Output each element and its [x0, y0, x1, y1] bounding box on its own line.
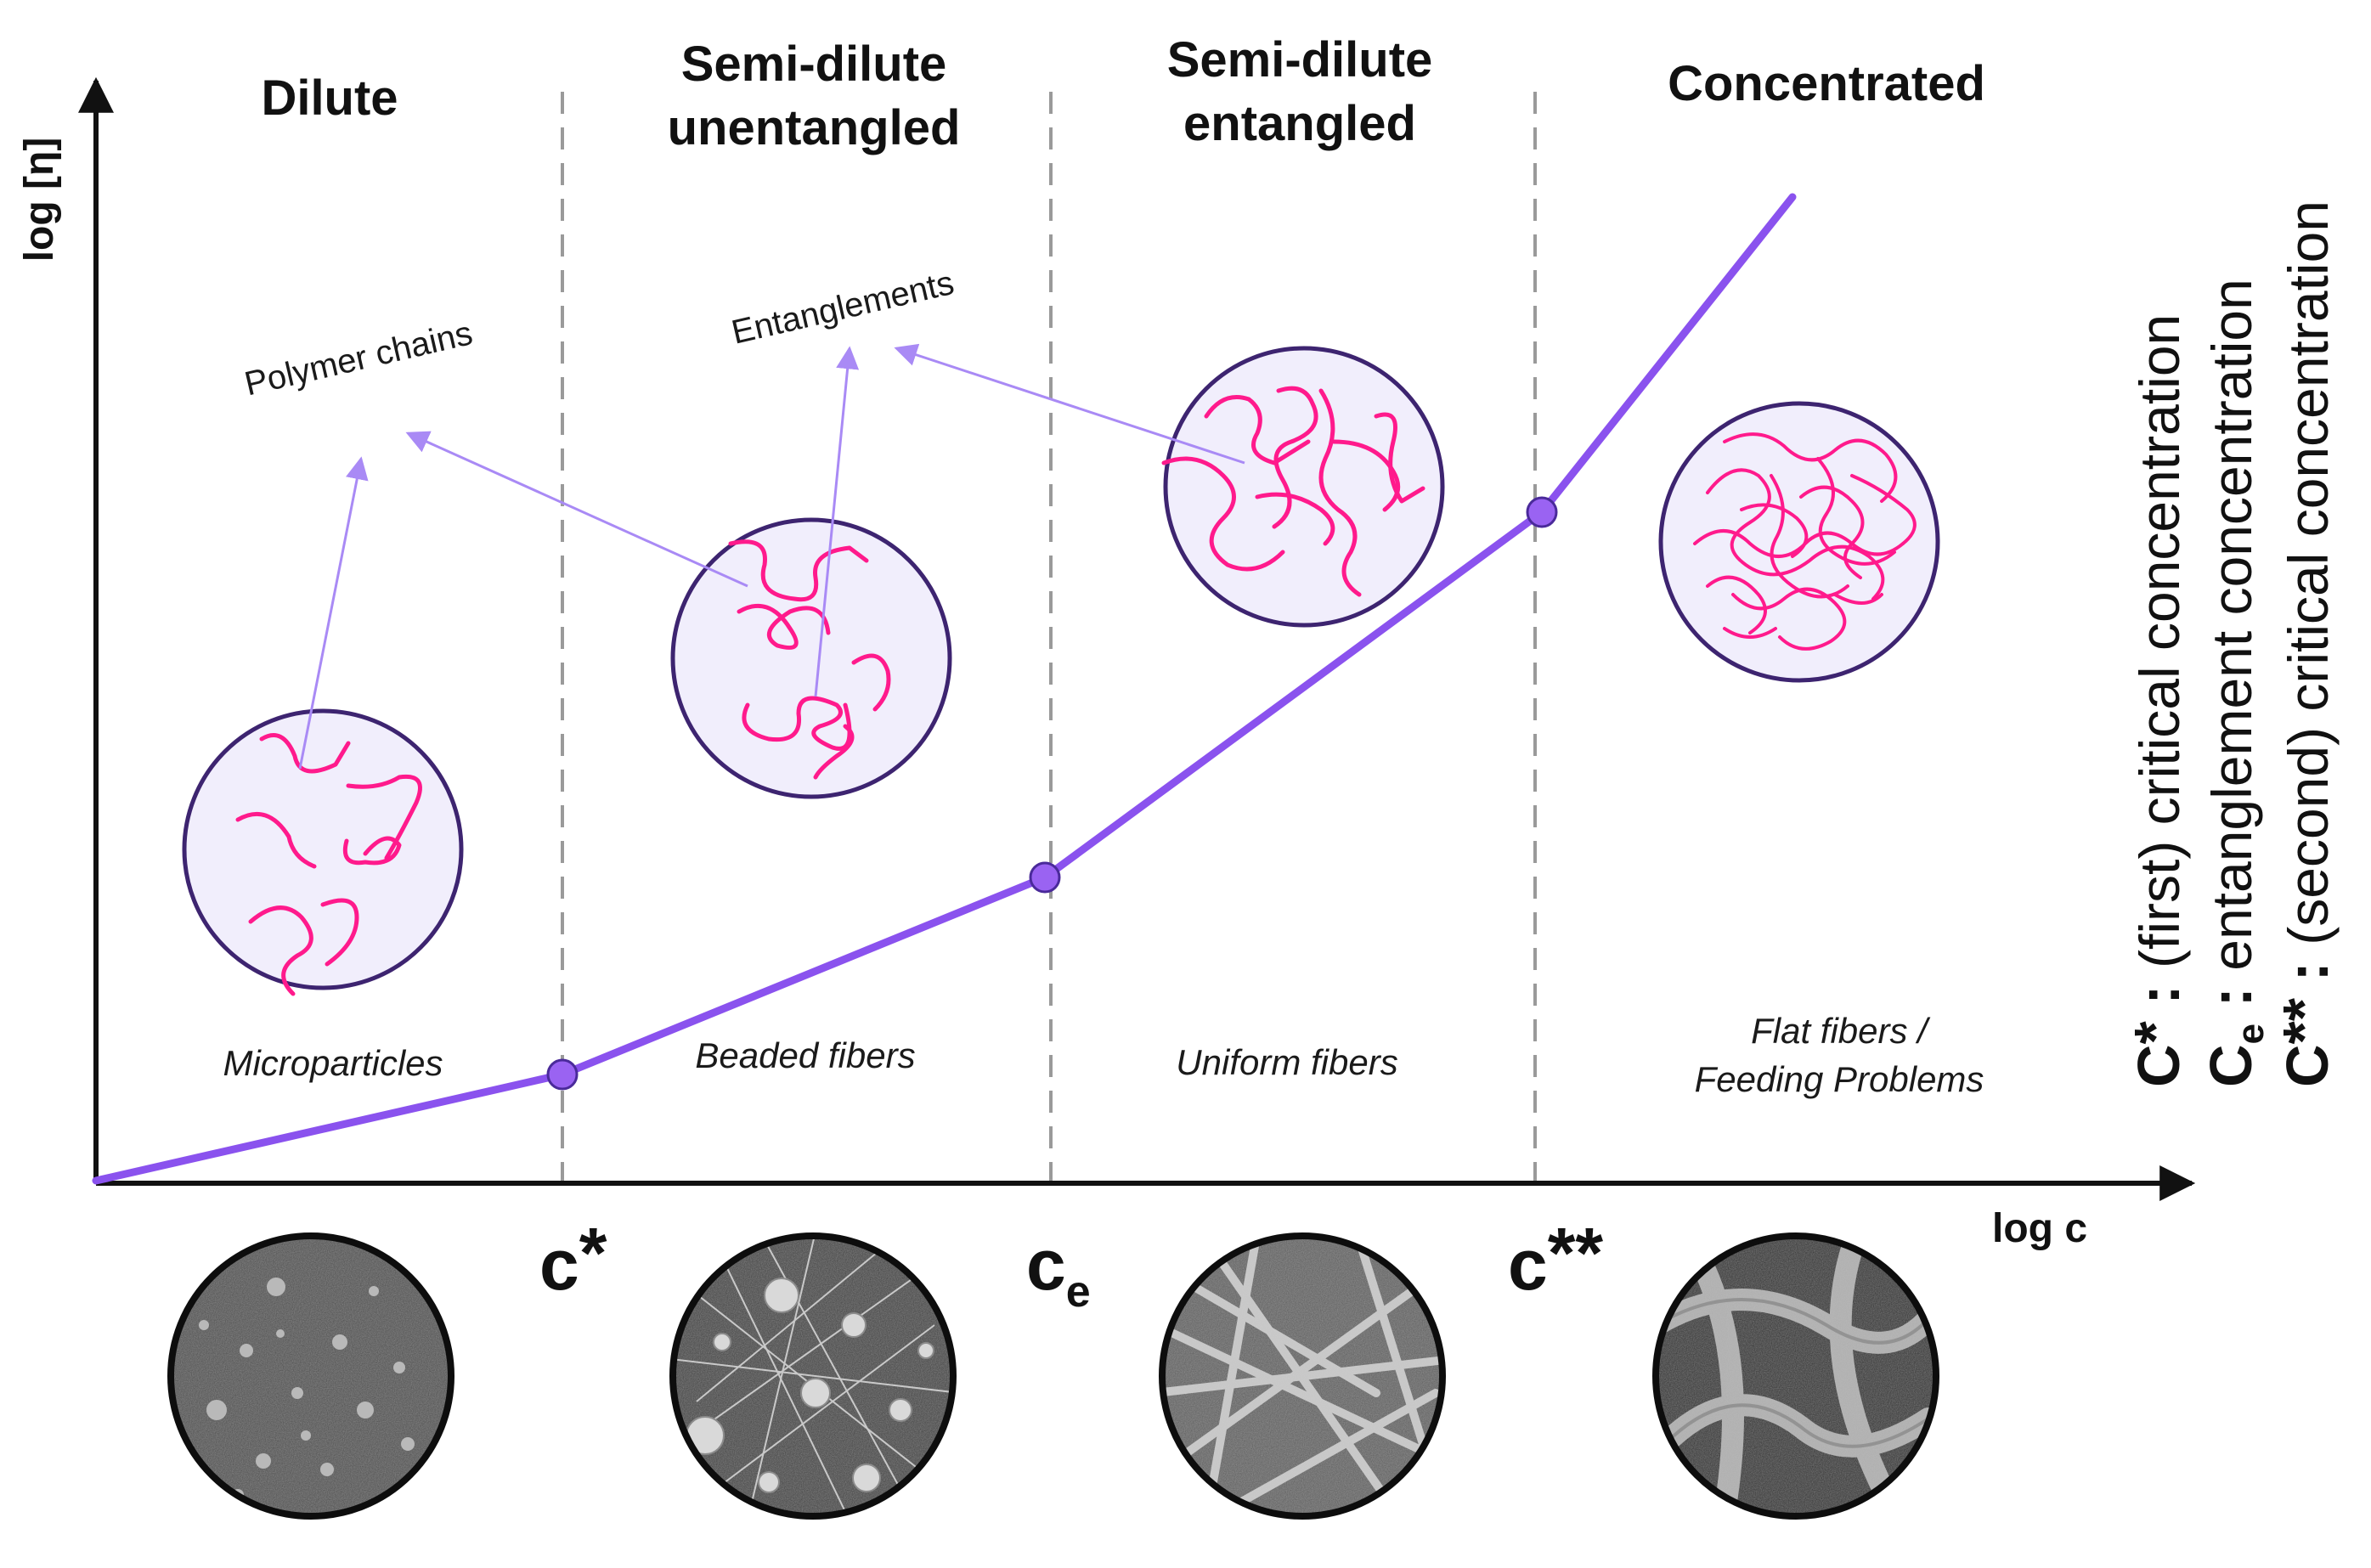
concentration-markers: c* ce c**	[539, 1213, 1603, 1317]
y-axis-label: log [η]	[17, 138, 62, 262]
region-title-2-line-1: Semi-dilute	[681, 37, 947, 92]
morphology-label-4-line-2: Feeding Problems	[1695, 1059, 1984, 1099]
viscosity-curve-group	[92, 193, 1797, 1185]
arrow-entanglements-semidilute	[814, 346, 860, 697]
morphology-label-4-line-1: Flat fibers /	[1751, 1011, 1931, 1051]
concentration-mark-1: c*	[539, 1213, 607, 1305]
polymer-chains-dilute	[235, 733, 422, 996]
concentration-mark-2: ce	[1026, 1225, 1091, 1317]
polymer-chains-semi-dilute-entangled	[1161, 386, 1425, 597]
chain-bubble-semi-dilute-unentangled	[670, 517, 952, 799]
region-title-4-line-1: Concentrated	[1668, 56, 1985, 111]
sem-image-uniform-fibers	[1159, 1232, 1446, 1520]
arrow-polymer-chains-semidilute	[405, 431, 748, 588]
transition-point-c-double-star	[1526, 496, 1558, 528]
morphology-label-1-line-1: Microparticles	[223, 1043, 443, 1083]
region-title-3-line-1: Semi-dilute	[1167, 32, 1433, 87]
region-title-1-line-1: Dilute	[261, 71, 398, 126]
morphology-label-3-line-1: Uniform fibers	[1176, 1042, 1397, 1082]
legend-item-3: C** : (second) critical concentration	[2271, 200, 2340, 1087]
region-dividers	[561, 92, 1537, 1183]
axes: log [η] log c	[17, 76, 2196, 1251]
morphology-labels: Microparticles Beaded fibers Uniform fiber…	[223, 1011, 1984, 1099]
x-axis-label: log c	[1992, 1206, 2087, 1251]
arrow-entanglements-entangled	[894, 343, 1245, 465]
chain-bubble-concentrated	[1658, 401, 1940, 683]
annotation-entanglements: Entanglements	[728, 264, 957, 352]
polymer-chains-concentrated	[1693, 432, 1917, 651]
region-title-3-line-2: entangled	[1183, 96, 1416, 151]
legend-item-2: Ce : entanglement concentration	[2198, 279, 2272, 1087]
chain-bubble-semi-dilute-entangled	[1161, 346, 1445, 628]
concentration-mark-3: c**	[1508, 1213, 1603, 1305]
region-titles: Dilute Semi-dilute unentangled Semi-dilute e…	[261, 32, 1984, 155]
polymer-chains-semi-dilute-unentangled	[728, 539, 891, 780]
morphology-label-2-line-1: Beaded fibers	[695, 1035, 915, 1075]
transition-point-c-star	[546, 1058, 579, 1091]
region-title-2-line-2: unentangled	[668, 100, 961, 155]
transition-point-c-e	[1029, 861, 1061, 894]
sem-image-microparticles	[167, 1232, 454, 1520]
annotation-polymer-chains: Polymer chains	[241, 314, 476, 403]
legend-item-1: C* : (first) critical concentration	[2122, 314, 2192, 1087]
sem-image-beaded-fibers	[669, 1232, 957, 1520]
arrow-polymer-chains-dilute	[298, 456, 369, 770]
chain-bubble-dilute	[182, 708, 464, 996]
annotation-arrows	[298, 343, 1245, 770]
sem-image-flat-fibers	[1652, 1232, 1939, 1520]
